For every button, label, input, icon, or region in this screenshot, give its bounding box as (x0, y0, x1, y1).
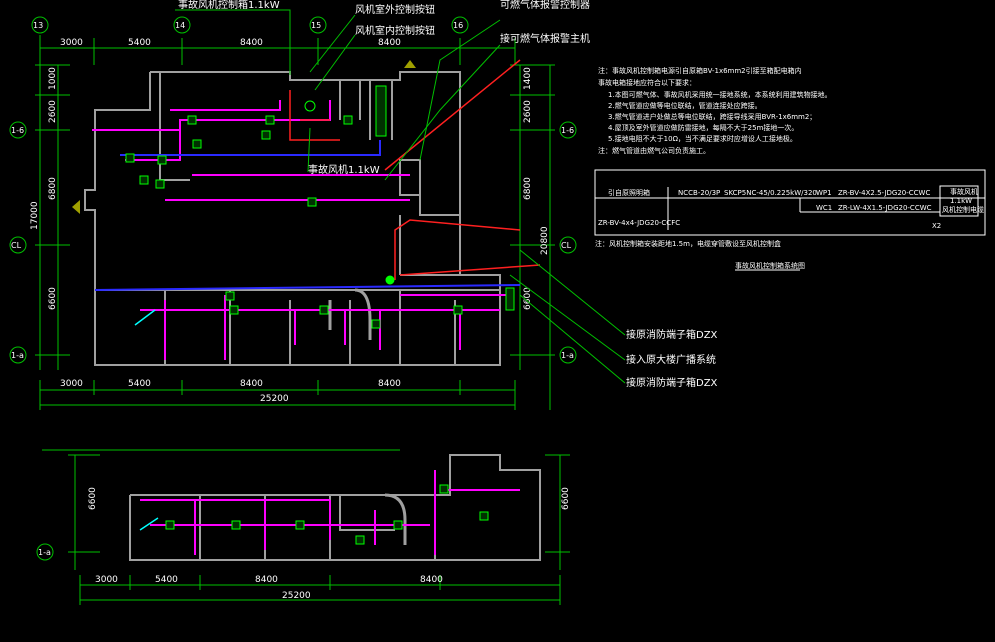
label-broadcast: 接入原大楼广播系统 (626, 353, 716, 366)
grid-top-14: 14 (175, 21, 185, 30)
dim-lower-span-1: 3000 (95, 575, 118, 585)
door-left-marker (72, 200, 80, 214)
lower-floor-plan: 6600 1-a 6600 (36, 449, 571, 605)
grid-right-3: 1-a (561, 351, 574, 360)
devices-lower (165, 484, 489, 545)
dim-right-3: 6800 (523, 177, 533, 200)
top-grid-bubbles (31, 16, 469, 34)
schedule-wp: WP1 (816, 189, 832, 197)
dim-right-1: 1400 (523, 67, 533, 90)
notes-heading: 注：事故风机控制箱电源引自原箱BV-1x6mm2引接至箱配电箱内 (598, 66, 802, 75)
dim-lower-left: 6600 (88, 487, 98, 510)
label-fan-outdoor-button: 风机室外控制按钮 (355, 3, 435, 16)
gas-detector-icon (385, 275, 395, 285)
exhaust-fan-icon (304, 100, 316, 112)
dim-top-1: 3000 (60, 38, 83, 48)
schedule-feeder: ZR-BV-4x4-JDG20-CCFC (598, 219, 680, 227)
notes-item-3: 3.燃气管道进户处做总等电位联结，跨接导线采用BVR-1x6mm2； (608, 112, 816, 121)
schedule-note: 注：风机控制箱安装距地1.5m，电缆穿管敷设至风机控制盒 (595, 239, 781, 248)
grid-top-13: 13 (33, 21, 43, 30)
schedule-starter: SKCP5NC-45/0.225kW/320 (724, 189, 817, 197)
left-dimension-chain (35, 64, 70, 370)
dim-left-1: 1000 (48, 67, 58, 90)
grid-left-2: CL (11, 241, 22, 250)
lower-left-dimension (68, 454, 100, 570)
schedule-wc: WC1 (816, 204, 832, 212)
door-top-marker (404, 60, 416, 68)
grid-right-1: 1-6 (561, 126, 574, 135)
lower-dimension-chain (79, 575, 561, 605)
cyan-branch-lower (139, 517, 159, 531)
left-grid-bubbles (9, 121, 27, 364)
dim-left-total: 17000 (30, 201, 40, 230)
dim-lower-right: 6600 (561, 487, 571, 510)
right-dimension-chain (510, 64, 555, 410)
wiring-magenta-lower (140, 470, 520, 555)
devices-upper (125, 85, 515, 329)
dim-left-2: 2600 (48, 100, 58, 123)
stair-curve-lower (384, 493, 407, 545)
notes-item-1: 1.本图可燃气体、事故风机采用统一接地系统，本系统利用建筑物接地。 (608, 90, 832, 99)
schedule-wc-cable: ZR-LW-4X1.5-JDG20-CCWC (838, 204, 932, 212)
grid-left-1: 1-6 (11, 126, 24, 135)
dim-top-2: 5400 (128, 38, 151, 48)
dim-bottom-2: 5400 (128, 379, 151, 389)
grid-left-3: 1-a (11, 351, 24, 360)
dim-left-3: 6800 (48, 177, 58, 200)
dim-lower-span-3: 8400 (255, 575, 278, 585)
schedule-breaker: NCCB-20/3P (678, 189, 720, 197)
dim-bottom-4: 8400 (378, 379, 401, 389)
label-fan-indoor-button: 风机室内控制按钮 (355, 24, 435, 37)
top-dimension-chain (39, 35, 516, 65)
label-gas-alarm-controller: 可燃气体报警控制器 (500, 0, 590, 11)
grid-lower-left: 1-a (38, 548, 51, 557)
dim-bottom-1: 3000 (60, 379, 83, 389)
schedule-source: 引自原照明箱 (608, 188, 650, 197)
right-grid-bubbles (559, 121, 577, 364)
dim-lower-span-2: 5400 (155, 575, 178, 585)
grid-right-2: CL (561, 241, 572, 250)
stair-curve (328, 288, 372, 340)
grid-top-16: 16 (453, 21, 463, 30)
dim-lower-total: 25200 (282, 591, 311, 601)
notes-item-4: 4.屋顶及室外管道应做防雷接地，每隔不大于25m接地一次。 (608, 123, 798, 132)
schedule-load-power: 1.1kW (950, 197, 972, 205)
dim-bottom-3: 8400 (240, 379, 263, 389)
notes-item-5: 5.接地电阻不大于10Ω，当不满足要求时应增设人工接地极。 (608, 134, 797, 143)
system-diagram-table: 引自原照明箱 NCCB-20/3P SKCP5NC-45/0.225kW/320… (594, 169, 986, 271)
notes-item-2: 2.燃气管道应做等电位联结，管道连接处应跨接。 (608, 101, 762, 110)
schedule-load-title: 事故风机 (950, 187, 978, 196)
bottom-dimension-chain (39, 380, 516, 410)
lower-grid-bubble (36, 543, 54, 561)
schedule-load-sub: 风机控制电缆 (942, 205, 984, 214)
general-notes: 注：事故风机控制箱电源引自原箱BV-1x6mm2引接至箱配电箱内 事故电箱接地应… (598, 66, 832, 155)
notes-sub: 事故电箱接地应符合以下要求： (598, 78, 696, 87)
dim-bottom-total: 25200 (260, 394, 289, 404)
leader-lines (175, 9, 626, 384)
label-fan-control-box: 事故风机控制箱1.1kW (178, 0, 280, 11)
dim-top-3: 8400 (240, 38, 263, 48)
dim-top-4: 8400 (378, 38, 401, 48)
dim-right-total: 20800 (540, 226, 550, 255)
grid-top-15: 15 (311, 21, 321, 30)
dim-lower-span-4: 8400 (420, 575, 443, 585)
label-fan-motor: 事故风机1.1kW (308, 163, 380, 176)
dim-left-4: 6600 (48, 287, 58, 310)
label-fire-terminal-2: 接原消防端子箱DZX (626, 376, 718, 389)
dim-right-2: 2600 (523, 100, 533, 123)
dim-right-4: 6600 (523, 287, 533, 310)
schedule-qty: X2 (932, 222, 941, 230)
notes-footer: 注：燃气管道由燃气公司负责施工。 (598, 146, 710, 155)
upper-floor-plan: 3000 5400 8400 8400 13 14 15 16 1000 260… (9, 0, 718, 410)
lower-right-dimension (545, 454, 570, 570)
schedule-caption: 事故风机控制箱系统图 (735, 261, 805, 270)
cyan-branch-upper (134, 309, 156, 326)
schedule-wp-cable: ZR-BV-4X2.5-JDG20-CCWC (838, 189, 930, 197)
label-gas-alarm-host: 接可燃气体报警主机 (500, 32, 590, 45)
label-fire-terminal-1: 接原消防端子箱DZX (626, 328, 718, 341)
